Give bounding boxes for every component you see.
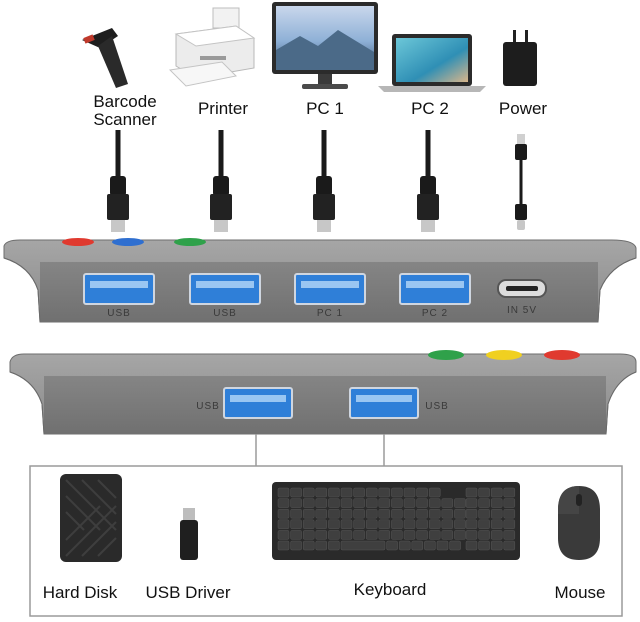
usb-port[interactable]: [223, 387, 293, 419]
usb-port-pc1[interactable]: [294, 273, 366, 305]
top-hub-red-button: [62, 238, 94, 246]
cable-pc2: [417, 130, 439, 232]
usb-port-pc2[interactable]: [399, 273, 471, 305]
device-label-usb-driver: USB Driver: [145, 583, 231, 602]
port-label: USB: [213, 308, 237, 319]
device-label-mouse: Mouse: [554, 583, 606, 602]
bottom-hub: [9, 350, 637, 435]
mouse-icon: [558, 486, 600, 560]
usb-port[interactable]: [349, 387, 419, 419]
bottom-hub-green-button: [428, 350, 464, 360]
cable-printer: [210, 130, 232, 232]
device-label-power: Power: [498, 99, 548, 118]
hard-disk-icon: [60, 474, 122, 562]
monitor-icon: [272, 2, 378, 89]
port-label-pc1: PC 1: [317, 308, 343, 319]
usb-port[interactable]: [83, 273, 155, 305]
port-label-pc2: PC 2: [422, 308, 448, 319]
device-label-barcode-scanner: Barcode Scanner: [93, 92, 157, 129]
device-label-printer: Printer: [197, 99, 249, 118]
usb-drive-icon: [180, 508, 198, 560]
port-label: USB: [425, 401, 449, 412]
port-label: USB: [196, 401, 220, 412]
usb-port[interactable]: [189, 273, 261, 305]
device-label-hard-disk: Hard Disk: [42, 583, 118, 602]
device-label-pc2: PC 2: [411, 99, 449, 118]
power-adapter-icon: [503, 30, 537, 86]
device-label-pc1: PC 1: [306, 99, 344, 118]
top-hub-blue-button: [112, 238, 144, 246]
device-label-keyboard: Keyboard: [353, 580, 427, 599]
laptop-icon: [378, 34, 486, 92]
keyboard-icon: [272, 482, 520, 560]
top-hub-green-button: [174, 238, 206, 246]
cable-barcode-scanner: [107, 130, 129, 232]
bottom-hub-red-button: [544, 350, 580, 360]
printer-icon: [168, 7, 256, 87]
bottom-hub-yellow-button: [486, 350, 522, 360]
usb-c-power-port[interactable]: [497, 279, 547, 298]
barcode-scanner-icon: [82, 28, 128, 88]
devices-frame: [29, 465, 623, 617]
port-label: USB: [107, 308, 131, 319]
cable-pc1: [313, 130, 335, 232]
cable-power-usb-c: [515, 134, 527, 230]
port-label-power: IN 5V: [507, 305, 537, 316]
